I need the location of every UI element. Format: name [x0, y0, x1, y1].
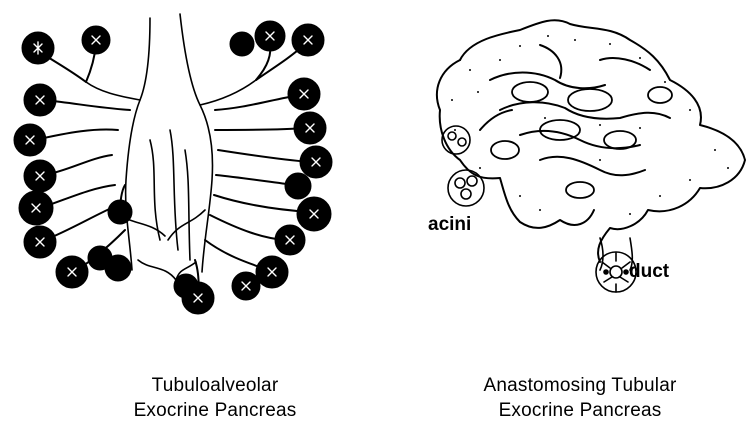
- caption-line-2: Exocrine Pancreas: [465, 398, 695, 423]
- anastomosing-tubular-drawing: [437, 20, 745, 292]
- stippling: [451, 35, 729, 215]
- acini-right: [442, 126, 484, 206]
- duct-label: duct: [629, 261, 669, 283]
- acini-label: acini: [428, 214, 471, 236]
- tubular-network: [437, 20, 745, 262]
- caption-line-1: Anastomosing Tubular: [465, 373, 695, 398]
- caption-line-1: Tubuloalveolar: [95, 373, 335, 398]
- caption-line-2: Exocrine Pancreas: [95, 398, 335, 423]
- tubuloalveolar-gland-drawing: [14, 14, 332, 314]
- anastomosing-caption: Anastomosing Tubular Exocrine Pancreas: [465, 373, 695, 423]
- tubuloalveolar-caption: Tubuloalveolar Exocrine Pancreas: [95, 373, 335, 423]
- central-duct: [86, 14, 256, 280]
